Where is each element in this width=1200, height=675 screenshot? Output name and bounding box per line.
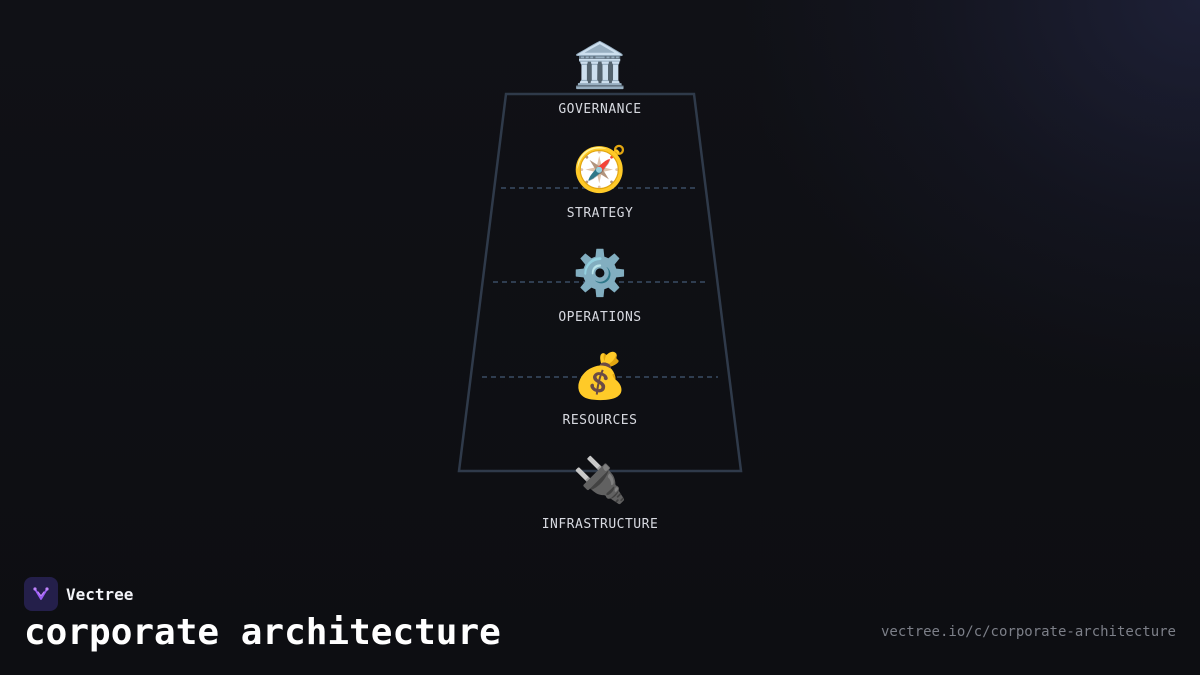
page-url[interactable]: vectree.io/c/corporate-architecture	[880, 624, 1176, 640]
layer-strategy: 🧭 STRATEGY	[470, 144, 730, 221]
layer-operations: ⚙️ OPERATIONS	[470, 248, 730, 325]
layer-label: GOVERNANCE	[558, 102, 642, 117]
layer-resources: 💰 RESOURCES	[470, 351, 730, 428]
brand-name: Vectree	[66, 584, 134, 604]
layer-label: STRATEGY	[566, 206, 634, 221]
brand: Vectree	[24, 577, 133, 611]
page-title: corporate architecture	[24, 612, 501, 653]
pyramid-outline	[457, 92, 743, 473]
layer-label: RESOURCES	[562, 413, 638, 428]
layer-infrastructure: 🔌 INFRASTRUCTURE	[470, 455, 730, 532]
layer-governance: 🏛️ GOVERNANCE	[470, 40, 730, 117]
money-bag-icon: 💰	[572, 351, 628, 402]
gear-icon: ⚙️	[572, 248, 628, 299]
classical-building-icon: 🏛️	[572, 40, 628, 91]
electric-plug-icon: 🔌	[572, 455, 628, 506]
compass-icon: 🧭	[572, 144, 628, 195]
vectree-logo-icon	[24, 577, 58, 611]
layer-label: INFRASTRUCTURE	[541, 517, 659, 532]
layer-label: OPERATIONS	[558, 310, 642, 325]
